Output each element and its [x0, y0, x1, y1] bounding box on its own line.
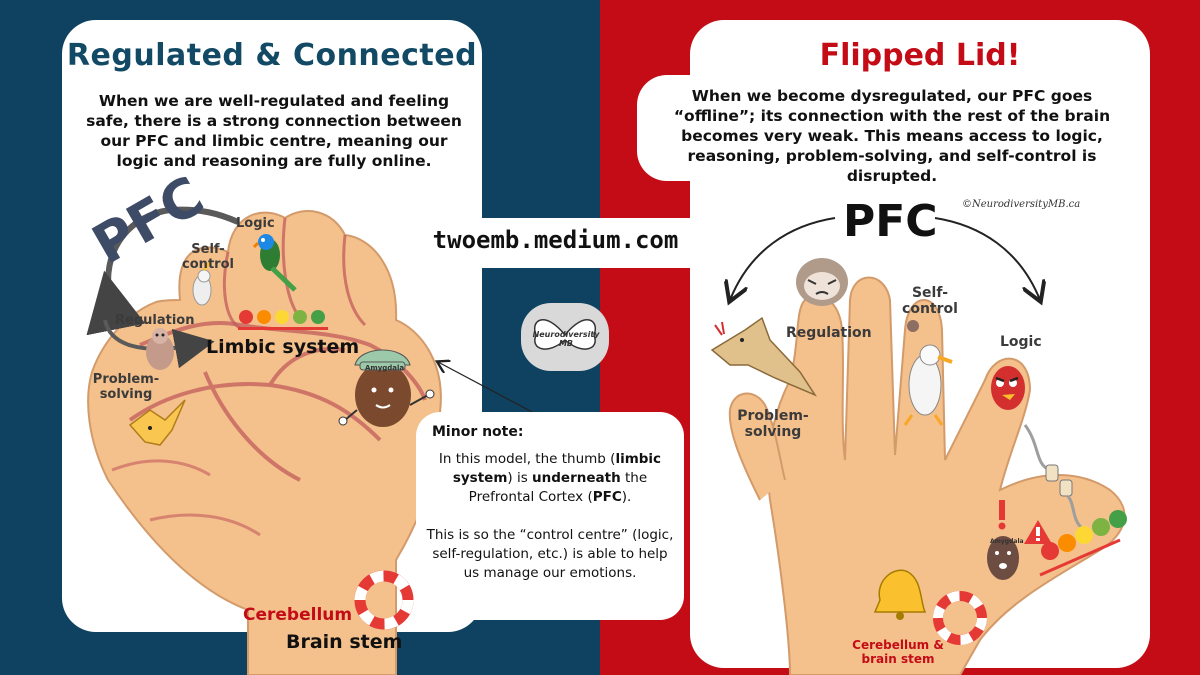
logo-text: Neurodiversity MB	[532, 330, 600, 348]
limbic-system-label: Limbic system	[206, 336, 360, 358]
cerebellum-label: Cerebellum	[243, 605, 353, 625]
minor-note-heading: Minor note:	[432, 424, 524, 440]
parrot-icon	[252, 234, 297, 292]
gorilla-icon	[146, 328, 174, 370]
cockatoo-icon	[192, 261, 212, 306]
right-self-control-label: Self-control	[902, 285, 958, 317]
right-pfc-label: PFC	[843, 196, 938, 247]
warning-icon	[998, 500, 1052, 544]
right-logic-label: Logic	[1000, 334, 1042, 350]
seagull-icon	[903, 320, 953, 426]
butterfly-logo-icon	[521, 303, 609, 371]
right-regulation-label: Regulation	[786, 325, 872, 341]
right-paragraph: When we become dysregulated, our PFC goe…	[673, 87, 1111, 185]
emotion-scale-icon	[238, 310, 328, 330]
right-text-bubble	[637, 75, 1147, 181]
right-amygdala-text: Amygdala	[990, 538, 1024, 545]
copyright-text: ©NeurodiversityMB.ca	[962, 199, 1081, 210]
brain-stem-label: Brain stem	[286, 631, 403, 653]
angry-bird-icon	[991, 366, 1025, 410]
cap-amygdala-text: Amygdala	[365, 364, 405, 372]
unplugged-cable-icon	[1023, 424, 1084, 530]
right-cerebellum-label: Cerebellum & brain stem	[852, 638, 944, 666]
left-title: Regulated & Connected	[66, 38, 478, 73]
minor-note-box	[416, 412, 684, 620]
left-regulation-label: Regulation	[115, 313, 195, 328]
bell-icon	[873, 569, 927, 620]
sloth-icon	[796, 258, 848, 306]
lifebuoy-icon	[933, 591, 987, 645]
emotion-scale-icon	[1039, 510, 1127, 577]
right-problem-solving-label: Problem-solving	[737, 408, 809, 440]
left-paragraph: When we are well-regulated and feeling s…	[86, 92, 462, 170]
medium-url: twoemb.medium.com	[432, 226, 679, 254]
lifebuoy-icon	[354, 570, 414, 630]
amygdala-icon	[338, 349, 435, 427]
left-logic-label: Logic	[236, 216, 275, 231]
minor-note-text: In this model, the thumb (limbic system)…	[426, 451, 674, 581]
pterodactyl-icon	[128, 399, 186, 446]
fist-illustration	[86, 206, 442, 675]
left-problem-solving-label: Problem-solving	[92, 372, 160, 402]
right-title: Flipped Lid!	[819, 38, 1021, 73]
left-self-control-label: Self-control	[182, 242, 234, 272]
pterodactyl-icon	[710, 316, 817, 397]
url-banner	[413, 218, 698, 268]
amygdala-icon	[987, 536, 1019, 580]
